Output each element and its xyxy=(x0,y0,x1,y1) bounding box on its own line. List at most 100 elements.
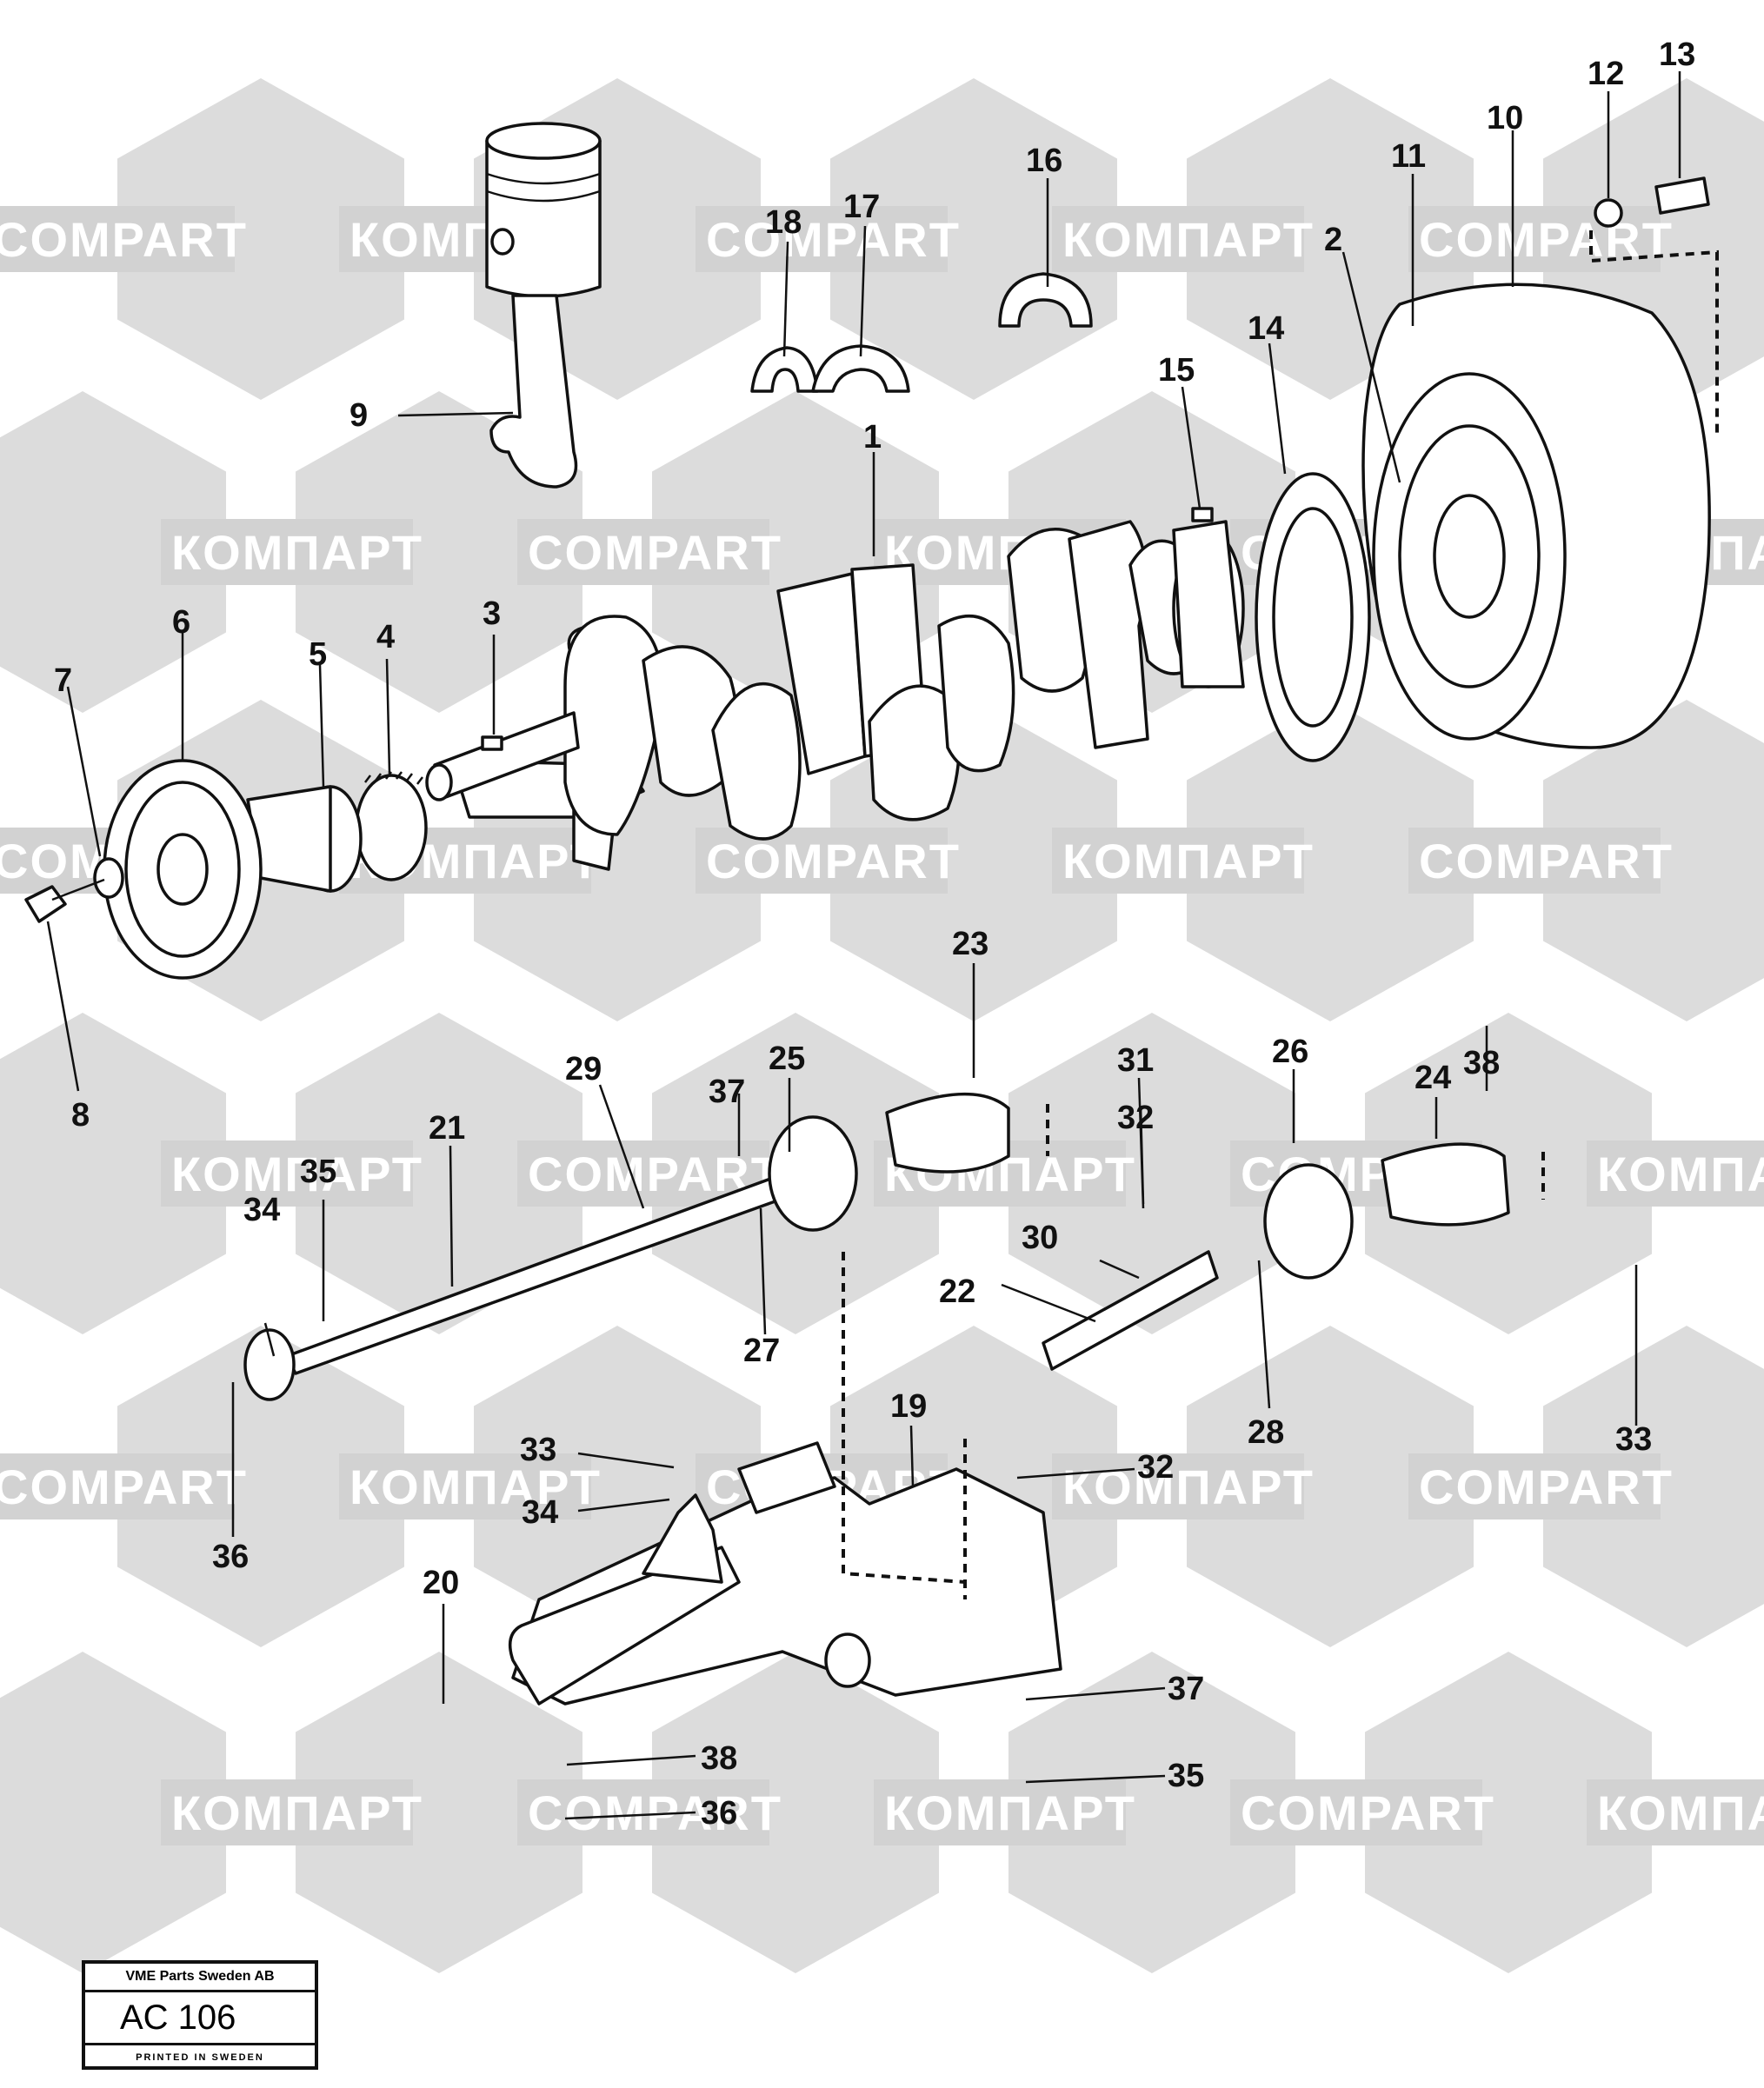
callout-1: 1 xyxy=(863,419,882,456)
watermark-text: COMPART xyxy=(528,1785,782,1840)
watermark-text: КОМПАРТ xyxy=(884,1785,1136,1840)
watermark-band xyxy=(1408,1453,1661,1519)
callout-9: 9 xyxy=(349,397,368,434)
watermark-hexagon xyxy=(1008,1013,1295,1334)
watermark-band xyxy=(1587,1779,1764,1845)
watermark-band xyxy=(1587,1140,1764,1207)
callout-36: 36 xyxy=(212,1539,249,1575)
watermark-band xyxy=(1052,828,1304,894)
plate-company: VME Parts Sweden AB xyxy=(85,1964,315,1992)
callout-4: 4 xyxy=(376,619,395,655)
watermark-hexagon xyxy=(0,391,226,713)
watermark-band xyxy=(517,1779,769,1845)
callout-25: 25 xyxy=(769,1041,805,1077)
watermark-layer: COMPART КОМПАРТ COMPART КОМПАРТ COMPART КОМПА… xyxy=(0,78,1764,1973)
callout-8: 8 xyxy=(71,1097,90,1134)
watermark-band xyxy=(0,206,235,272)
callout-13: 13 xyxy=(1659,37,1695,73)
callout-29: 29 xyxy=(565,1051,602,1087)
balance-shaft-assembly xyxy=(243,1092,1545,1706)
callout-20: 20 xyxy=(423,1565,459,1601)
callout-21: 21 xyxy=(429,1110,465,1147)
watermark-text: COMPART xyxy=(528,525,782,580)
callout-15: 15 xyxy=(1158,352,1195,389)
watermark-hexagon xyxy=(296,1652,582,1973)
watermark-text: КОМПАРТ xyxy=(1062,212,1315,267)
callout-38b: 38 xyxy=(701,1740,737,1777)
watermark-text: КОМПАРТ xyxy=(349,1460,602,1514)
callout-6: 6 xyxy=(172,604,190,641)
watermark-band xyxy=(696,828,948,894)
callout-7: 7 xyxy=(54,662,72,699)
watermark-band xyxy=(1052,1453,1304,1519)
watermark-text: COMPART xyxy=(706,834,961,888)
watermark-band xyxy=(1052,206,1304,272)
plate-code: AC 106 xyxy=(85,1992,315,2045)
crankshaft xyxy=(425,520,1245,871)
watermark-hexagon xyxy=(1187,1326,1474,1647)
watermark-hexagon xyxy=(296,391,582,713)
callout-27: 27 xyxy=(743,1333,780,1369)
callout-38: 38 xyxy=(1463,1045,1500,1081)
callout-32b: 32 xyxy=(1137,1449,1174,1486)
watermark-band xyxy=(517,519,769,585)
watermark-band xyxy=(339,1453,591,1519)
callout-28: 28 xyxy=(1248,1414,1284,1451)
watermark-band xyxy=(696,206,948,272)
watermark-text: КОМПАРТ xyxy=(1597,1785,1764,1840)
watermark-text: COMPART xyxy=(1241,1785,1495,1840)
callout-23: 23 xyxy=(952,926,989,962)
callout-26: 26 xyxy=(1272,1034,1308,1070)
flywheel-assembly xyxy=(1191,176,1719,762)
watermark-hexagon xyxy=(117,1326,404,1647)
watermark-text: КОМПАРТ xyxy=(171,1785,423,1840)
callout-3: 3 xyxy=(483,595,501,632)
callout-35b: 35 xyxy=(1168,1758,1204,1794)
callout-10: 10 xyxy=(1487,100,1523,136)
watermark-band xyxy=(161,519,413,585)
callout-34b: 34 xyxy=(522,1494,558,1531)
watermark-text: COMPART xyxy=(1419,834,1674,888)
callout-16: 16 xyxy=(1026,143,1062,179)
watermark-hexagon xyxy=(296,1013,582,1334)
parts-catalog-plate: VME Parts Sweden AB AC 106 PRINTED IN SW… xyxy=(82,1960,318,2070)
callout-17: 17 xyxy=(843,189,880,225)
callout-12: 12 xyxy=(1588,56,1624,92)
callout-33b: 33 xyxy=(520,1432,556,1468)
callout-37b: 37 xyxy=(1168,1671,1204,1707)
callout-31: 31 xyxy=(1117,1042,1154,1079)
watermark-hexagon xyxy=(0,1652,226,1973)
callout-14: 14 xyxy=(1248,310,1284,347)
main-bearing-shells xyxy=(750,272,1093,393)
callout-30: 30 xyxy=(1022,1220,1058,1256)
watermark-band xyxy=(1408,828,1661,894)
callout-2: 2 xyxy=(1324,222,1342,258)
callout-35: 35 xyxy=(300,1154,336,1190)
watermark-hexagon xyxy=(830,78,1117,400)
watermark-text: COMPART xyxy=(1419,212,1674,267)
watermark-text: COMPART xyxy=(0,212,248,267)
callout-34: 34 xyxy=(243,1192,280,1228)
watermark-text: КОМПАРТ xyxy=(1062,834,1315,888)
watermark-band xyxy=(161,1779,413,1845)
watermark-text: КОМПАРТ xyxy=(1597,1147,1764,1201)
callout-37: 37 xyxy=(709,1074,745,1110)
watermark-hexagon xyxy=(117,78,404,400)
callout-24: 24 xyxy=(1415,1060,1451,1096)
watermark-text: КОМПАРТ xyxy=(171,1147,423,1201)
watermark-hexagon xyxy=(1365,1013,1652,1334)
watermark-hexagon xyxy=(1187,700,1474,1021)
plate-footer: PRINTED IN SWEDEN xyxy=(136,2052,264,2063)
callout-11: 11 xyxy=(1391,138,1426,175)
callout-18: 18 xyxy=(765,204,802,241)
watermark-text: COMPART xyxy=(1419,1460,1674,1514)
callout-36b: 36 xyxy=(701,1795,737,1832)
callout-5: 5 xyxy=(309,636,327,673)
watermark-band xyxy=(161,1140,413,1207)
callout-19: 19 xyxy=(890,1388,927,1425)
watermark-text: КОМПАРТ xyxy=(171,525,423,580)
watermark-band xyxy=(1230,1779,1482,1845)
front-end-parts xyxy=(24,735,503,980)
callout-22: 22 xyxy=(939,1273,975,1310)
